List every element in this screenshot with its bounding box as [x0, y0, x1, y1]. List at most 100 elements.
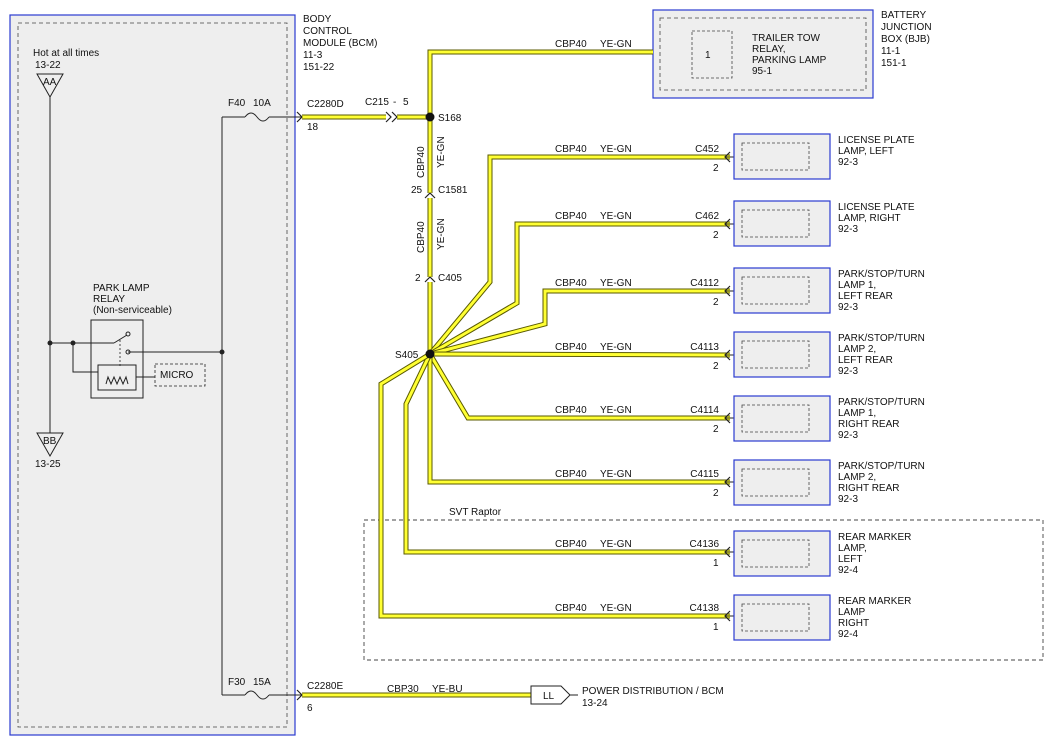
lamp-label: PARK/STOP/TURN	[838, 269, 925, 280]
bjb-inner-dashed	[659, 17, 867, 91]
bcm-border	[9, 14, 296, 736]
wire-circuit-label: CBP40	[555, 278, 587, 289]
svt-raptor-option-box	[363, 519, 1044, 661]
connector-pin: 1	[713, 558, 719, 569]
ll-label: LL	[543, 691, 555, 702]
wire-c4114	[427, 352, 730, 421]
lamp-box	[733, 530, 831, 577]
lamp-label: PARK/STOP/TURN	[838, 333, 925, 344]
lamp-label: REAR MARKER	[838, 532, 911, 543]
c405-chevron	[424, 276, 436, 283]
power-dist-ref: 13-24	[582, 698, 608, 709]
trailer-relay-pin-box	[691, 30, 733, 79]
bcm-title-3: MODULE (BCM)	[303, 38, 377, 49]
bcm-ref-1: 11-3	[303, 50, 323, 61]
lamp-label: RIGHT REAR	[838, 419, 900, 430]
s168-label: S168	[438, 113, 462, 124]
c2280e-chevron	[296, 689, 303, 701]
lamp-inner	[741, 276, 810, 305]
wire-color-label: YE-GN	[600, 342, 632, 353]
s168-splice	[425, 112, 435, 122]
lamp-label: LAMP, RIGHT	[838, 213, 901, 224]
wire-c4136	[403, 352, 730, 555]
connector-label: C4136	[690, 539, 720, 550]
fuse-line-splice	[219, 349, 225, 355]
lamp-ref: 92-3	[838, 302, 858, 313]
c215-pin: 5	[403, 97, 409, 108]
wire-c4115	[427, 354, 730, 485]
aa-ref: 13-22	[35, 60, 61, 71]
wire-circuit-label: CBP40	[555, 211, 587, 222]
wire-color-label: YE-GN	[600, 469, 632, 480]
aa-triangle	[36, 73, 64, 99]
wires	[302, 49, 731, 698]
wire-color-label: YE-GN	[600, 603, 632, 614]
lamp-inner	[741, 142, 810, 171]
relay-title-3: (Non-serviceable)	[93, 305, 172, 316]
ll-wire-color: YE-BU	[432, 684, 463, 695]
lamp-ref: 92-3	[838, 494, 858, 505]
lamp-label: LICENSE PLATE	[838, 135, 915, 146]
lamp-inner	[741, 404, 810, 433]
micro-box	[154, 363, 206, 387]
wire-color-label: YE-GN	[600, 405, 632, 416]
lamp-box	[733, 331, 831, 378]
wire-circuit-label: CBP40	[555, 144, 587, 155]
lamp-label: LAMP 1,	[838, 280, 876, 291]
c2280e-label: C2280E	[307, 681, 343, 692]
wire-circuit-label: CBP40	[555, 342, 587, 353]
connector-label: C4113	[690, 342, 719, 353]
wire-circuit-label: CBP40	[555, 603, 587, 614]
s405-label: S405	[395, 350, 419, 361]
c2280d-pin: 18	[307, 122, 319, 133]
connector-label: C4112	[690, 278, 719, 289]
relay-out-terminal	[125, 349, 131, 355]
lamp-label: LAMP, LEFT	[838, 146, 894, 157]
connector-pin: 2	[713, 361, 719, 372]
vert-ye-gn-upper: YE-GN	[436, 136, 447, 168]
c2280d-label: C2280D	[307, 99, 344, 110]
connector-annotations: C2280D 18 C215 - 5 S168 25 C1581 2 C405 …	[296, 39, 724, 714]
bjb-title-2: JUNCTION	[881, 22, 932, 33]
relay-title-1: PARK LAMP	[93, 283, 150, 294]
hot-label: Hot at all times	[33, 48, 99, 59]
fuse-f30-symbol	[244, 690, 270, 700]
fuse-f30-rating: 15A	[253, 677, 271, 688]
lamp-ref: 92-4	[838, 629, 858, 640]
coil-feed	[72, 343, 98, 373]
lamp-label: RIGHT REAR	[838, 483, 900, 494]
connector-pin: 2	[713, 230, 719, 241]
c405-pin: 2	[415, 273, 421, 284]
wire-color-label: YE-GN	[600, 539, 632, 550]
wire-circuit-label: CBP40	[555, 405, 587, 416]
power-dist-label: POWER DISTRIBUTION / BCM	[582, 686, 724, 697]
bjb-ref-1: 11-1	[881, 46, 901, 57]
bb-ref: 13-25	[35, 459, 61, 470]
lamp-label: PARK/STOP/TURN	[838, 461, 925, 472]
lamp-label: LAMP,	[838, 543, 867, 554]
lamp-label: LEFT	[838, 554, 862, 565]
lamp-box	[733, 200, 831, 247]
c215-dash: -	[393, 97, 396, 108]
wire-c4113	[429, 351, 731, 358]
bjb-border	[652, 9, 874, 99]
lamp-box	[733, 395, 831, 442]
bjb-module: 1 TRAILER TOW RELAY, PARKING LAMP 95-1 B…	[652, 9, 932, 99]
connector-label: C4115	[690, 469, 719, 480]
bcm-title-1: BODY	[303, 14, 332, 25]
bjb-wire-color: YE-GN	[600, 39, 632, 50]
lamp-label: LAMP 1,	[838, 408, 876, 419]
bcm-ref-2: 151-22	[303, 62, 335, 73]
connector-pin: 2	[713, 163, 719, 174]
fuse-f40-rating: 10A	[253, 98, 271, 109]
bcm-module: BODY CONTROL MODULE (BCM) 11-3 151-22 Ho…	[9, 14, 377, 736]
vert-cbp40-upper: CBP40	[416, 146, 427, 178]
lamp-inner	[741, 539, 810, 568]
bb-label: BB	[43, 436, 57, 447]
lamp-ref: 92-3	[838, 366, 858, 377]
